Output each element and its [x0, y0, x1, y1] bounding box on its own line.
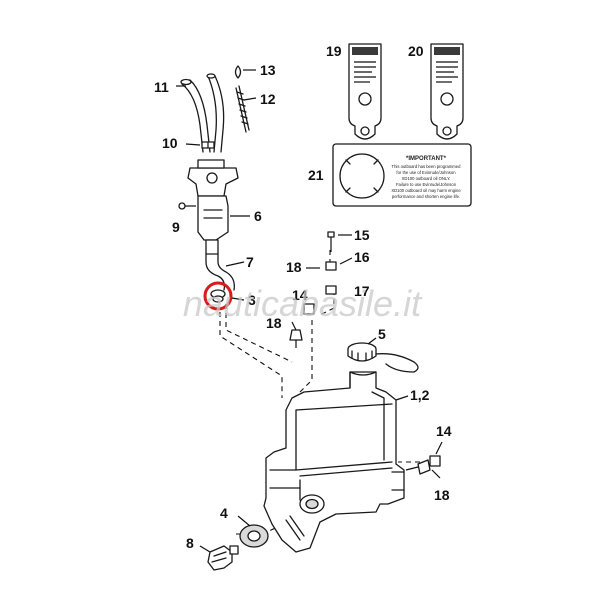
- washer-16: [325, 261, 337, 271]
- label-7: 7: [246, 254, 254, 270]
- highlight-ring: [203, 281, 233, 311]
- decal-20: [430, 43, 464, 140]
- label-9: 9: [172, 219, 180, 235]
- label-1-2: 1,2: [410, 387, 430, 403]
- label-15: 15: [354, 227, 370, 243]
- grommet-4: [239, 524, 269, 548]
- oil-pump-assembly: [187, 159, 239, 255]
- label-18-right: 18: [434, 487, 450, 503]
- watermark: nauticabasile.it: [183, 283, 423, 324]
- screw-9: [178, 202, 196, 210]
- decal-21-line-5: XD100 outboard oil may harm engine: [391, 188, 461, 193]
- decal-21-line-1: This outboard has been programmed: [392, 164, 462, 169]
- part-3-fitting: [210, 289, 226, 303]
- decal-21-line-4: Failure to use Evinrude/Johnson: [396, 182, 457, 187]
- label-14-right: 14: [436, 423, 452, 439]
- decal-21-line-6: performance and shorten engine life.: [392, 194, 460, 199]
- label-17: 17: [354, 283, 370, 299]
- label-13: 13: [260, 62, 276, 78]
- label-18-left: 18: [266, 315, 282, 331]
- decal-21-heading: *IMPORTANT*: [406, 156, 447, 162]
- clip-13: [234, 65, 242, 79]
- label-16: 16: [354, 249, 370, 265]
- label-6: 6: [254, 208, 262, 224]
- leader-lines: [176, 69, 443, 553]
- decal-19: [348, 43, 382, 140]
- label-20: 20: [408, 43, 424, 59]
- label-18-top: 18: [286, 259, 302, 275]
- label-21: 21: [308, 167, 324, 183]
- hose-11: [180, 73, 225, 153]
- filler-cap-5: [347, 342, 419, 373]
- label-5: 5: [378, 326, 386, 342]
- label-12: 12: [260, 91, 276, 107]
- screw-15: [327, 231, 335, 252]
- label-10: 10: [162, 135, 178, 151]
- screw-18-left: [289, 329, 303, 348]
- grommet-14-right: [429, 455, 441, 467]
- label-3: 3: [248, 292, 256, 308]
- label-11: 11: [154, 79, 169, 95]
- decal-21: *IMPORTANT* This outboard has been progr…: [332, 143, 472, 207]
- spring-12: [235, 85, 250, 133]
- fitting-8: [207, 545, 239, 571]
- label-19: 19: [326, 43, 342, 59]
- decal-21-line-2: for the use of Evinrude/Johnson: [396, 170, 456, 175]
- clamp-10: [201, 141, 215, 149]
- label-4: 4: [220, 505, 228, 521]
- oil-tank-1-2: [263, 371, 405, 553]
- label-14-left: 14: [292, 287, 308, 303]
- label-8: 8: [186, 535, 194, 551]
- decal-21-line-3: XD100 outboard oil ONLY.: [402, 176, 451, 181]
- grommet-17: [325, 285, 337, 295]
- grommet-14-left: [303, 303, 315, 315]
- screw-18-right: [405, 459, 431, 475]
